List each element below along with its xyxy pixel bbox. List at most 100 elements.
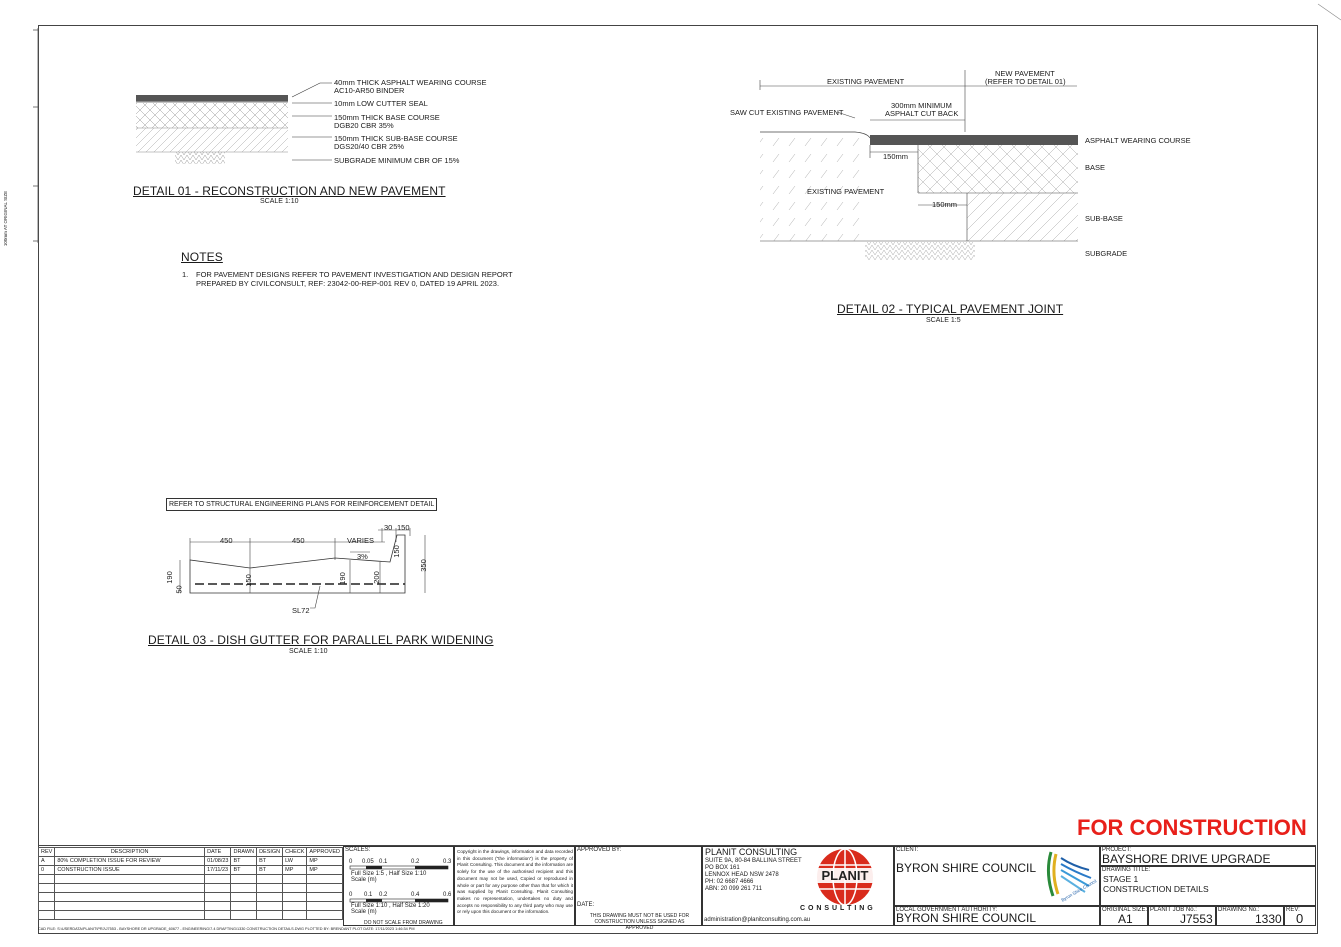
detail02-title: DETAIL 02 - TYPICAL PAVEMENT JOINT [837,302,1064,316]
council-logo-icon [1046,851,1092,897]
detail02-drawing [759,70,1078,260]
drawing-title-box [1100,866,1316,906]
project-label: PROJECT: [1102,847,1132,853]
detail01-scale: SCALE 1:10 [260,198,299,205]
d03-dim-50: 50 [174,585,184,594]
note-line-1: FOR PAVEMENT DESIGNS REFER TO PAVEMENT I… [196,270,513,279]
d02-new-pavement: NEW PAVEMENT [995,69,1055,78]
job-value: J7553 [1180,912,1213,926]
d02-saw-cut: SAW CUT EXISTING PAVEMENT [730,108,844,117]
copyright-box [454,846,575,926]
rev-value: 0 [1296,911,1304,926]
detail01-title: DETAIL 01 - RECONSTRUCTION AND NEW PAVEM… [133,184,446,198]
approved-by-label: APPROVED BY: [577,847,622,853]
d02-subbase: SUB-BASE [1085,214,1123,223]
detail01-leaders [291,82,332,161]
scale1-tick-4: 0.3 [443,859,452,865]
rev-h-approved: APPROVED [306,847,343,857]
drawing-no-value: 1330 [1255,912,1282,926]
lga-name: BYRON SHIRE COUNCIL [896,911,1037,925]
d01-label-4: 150mm THICK BASE COURSE [334,113,440,122]
rev-h-desc: DESCRIPTION [54,847,206,857]
rev-cell: BT [230,865,258,875]
note-num: 1. [182,270,189,279]
company-name: PLANIT CONSULTING [705,847,798,857]
d02-asphalt: ASPHALT WEARING COURSE [1085,136,1191,145]
rev-cell: 0 [37,865,56,875]
d01-label-3: 10mm LOW CUTTER SEAL [334,99,428,108]
d01-label-8: SUBGRADE MINIMUM CBR OF 15% [334,156,460,165]
d03-dim-190a: 190 [164,571,174,584]
rev-cell: BT [256,856,284,866]
table-row [37,883,343,893]
address-4: PH: 02 6687 4666 [705,879,754,885]
detail03-title: DETAIL 03 - DISH GUTTER FOR PARALLEL PAR… [148,633,494,647]
job-box [1148,906,1216,926]
d02-min-cut-2: ASPHALT CUT BACK [885,109,959,118]
d01-label-1: 40mm THICK ASPHALT WEARING COURSE [334,78,487,87]
rev-cell: LW [282,856,308,866]
left-ruler [33,28,39,243]
drawing-title-1: STAGE 1 [1103,874,1139,884]
d01-label-2: AC10-AR50 BINDER [334,86,405,95]
job-label: PLANIT JOB No.: [1150,907,1197,913]
planit-logo-sub: C O N S U L T I N G [800,905,874,912]
d03-note-box: REFER TO STRUCTURAL ENGINEERING PLANS FO… [166,498,438,511]
rev-cell: MP [282,865,308,875]
d02-dim-150-a: 150mm [883,152,909,161]
drawing-title-2: CONSTRUCTION DETAILS [1103,884,1209,894]
scale2-tick-3: 0.4 [411,892,420,898]
detail03-scale: SCALE 1:10 [289,648,328,655]
rev-cell: 80% COMPLETION ISSUE FOR REVIEW [54,856,206,866]
table-row [37,892,343,902]
d03-dim-150-vert: 150 [391,545,401,558]
detail03-drawing [179,528,426,609]
notes-heading: NOTES [181,250,223,264]
d03-dim-450b: 450 [292,536,305,545]
d02-dim-150-b: 150mm [932,200,958,209]
rev-cell: A [37,856,56,866]
d02-existing-top: EXISTING PAVEMENT [827,77,905,86]
ruler-label: 100mm AT ORIGINAL SIZE [3,190,9,247]
scale2-tick-0: 0 [349,892,353,898]
scale2-tick-1: 0.1 [364,892,373,898]
d01-label-5: DGB20 CBR 35% [334,121,394,130]
lga-box [894,906,1100,926]
d02-subgrade: SUBGRADE [1085,249,1128,258]
detail02-scale: SCALE 1:5 [926,317,961,324]
table-row [37,901,343,911]
rev-cell: 17/11/23 [204,865,232,875]
cad-file-line: CAD FILE: S:\USERDATA\PLANIT\PRJ\J7553 -… [38,927,415,931]
address-1: SUITE 9A, 80-84 BALLINA STREET [705,858,802,864]
scale1-tick-1: 0.05 [362,859,374,865]
title-block [38,845,1316,928]
rev-h-date: DATE [204,847,232,857]
d02-min-cut-1: 300mm MINIMUM [891,101,952,110]
d03-dim-30: 30 [384,523,393,532]
company-email: administration@planitconsulting.com.au [704,917,811,923]
scale1-unit: Scale (m) [351,877,377,883]
scale2-text: Full Size 1:10 , Half Size 1:20 [351,903,430,909]
d02-new-pavement-ref: (REFER TO DETAIL 01) [985,77,1066,86]
d02-base: BASE [1085,163,1106,172]
detail01-drawing [136,95,288,164]
orig-size-value: A1 [1118,912,1133,926]
corner-marks [1317,3,1341,21]
scale1-text: Full Size 1:5 , Half Size 1:10 [351,871,427,877]
not-valid-note: THIS DRAWING MUST NOT BE USED FOR CONSTR… [589,913,690,931]
drawing-title-label: DRAWING TITLE: [1102,867,1151,873]
rev-header-row: REV DESCRIPTION DATE DRAWN DESIGN CHECK … [37,847,343,857]
rev-h-check: CHECK [282,847,308,857]
table-row: 0 CONSTRUCTION ISSUE 17/11/23 BT BT MP M… [37,865,343,875]
scale1-tick-3: 0.2 [411,859,420,865]
scale2-unit: Scale (m) [351,909,377,915]
revision-table: REV DESCRIPTION DATE DRAWN DESIGN CHECK … [37,847,343,920]
address-2: PO BOX 161 [705,865,740,871]
rev-h-rev: REV [37,847,56,857]
orig-size-label: ORIGINAL SIZE: [1102,907,1148,913]
rev-label: REV: [1286,907,1300,913]
scale2-tick-2: 0.2 [379,892,388,898]
scale1-tick-0: 0 [349,859,353,865]
project-name: BAYSHORE DRIVE UPGRADE [1102,852,1271,866]
d03-dim-450a: 450 [220,536,233,545]
